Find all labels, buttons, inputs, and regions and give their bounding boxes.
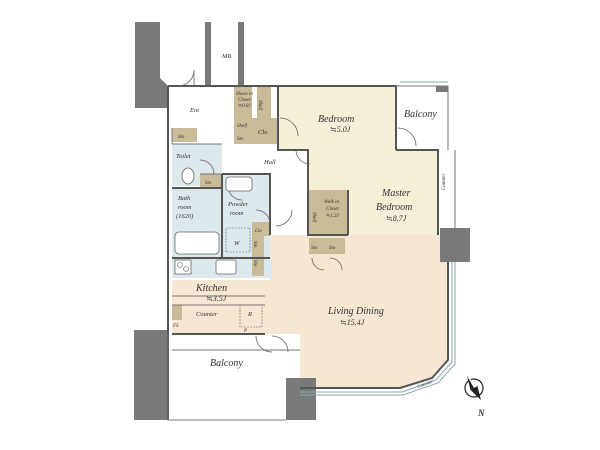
kitchen-label: Kitchen	[195, 283, 227, 294]
bedroom-floor	[278, 86, 396, 150]
shoes-closet-line1: Shoes in	[236, 92, 253, 97]
sto-label-kitchen-1: Sto	[252, 241, 257, 248]
balcony-bottom-label: Balcony	[210, 358, 243, 369]
balcony-top-label: Balcony	[404, 109, 437, 120]
sto-label-hall: Sto	[237, 137, 244, 142]
shoes-closet-line3: ≒0.8J	[238, 103, 251, 109]
powder-label-line2: room	[230, 210, 244, 217]
lin-block	[252, 222, 270, 236]
walkin-closet-line1: Walk in	[324, 200, 339, 205]
lin-label: Lin	[254, 229, 262, 234]
bedroom-area: ≒5.0J	[330, 125, 351, 134]
compass-north-label: N	[477, 408, 485, 418]
window-lines	[300, 81, 456, 396]
washer-label: W	[234, 240, 240, 247]
master-bedroom-floor	[308, 150, 438, 235]
kitchen-floor	[172, 280, 270, 334]
sink-icon	[225, 176, 253, 192]
toilet-icon	[181, 167, 195, 185]
walk-in-closet-floor	[309, 190, 347, 235]
master-bedroom-label-line2: Bedroom	[376, 202, 412, 213]
bath-label-line2: room	[178, 204, 192, 211]
master-bedroom-label-line1: Master	[381, 188, 410, 199]
kitchen-area: ≒3.5J	[206, 294, 227, 303]
sto-label-kitchen-2: Sto	[252, 260, 257, 267]
walkin-closet-line3: ≒1.2J	[326, 213, 339, 219]
fs-label: FS	[172, 324, 179, 329]
hall-label: Hall	[263, 159, 276, 166]
bathtub-icon	[174, 231, 220, 255]
sto-block-fs	[172, 305, 182, 320]
shelf-label-hall: Shelf	[237, 124, 248, 129]
kitchen-sink-icon	[215, 259, 237, 275]
sto-block-ent	[172, 128, 197, 142]
sto-block-master-2	[325, 238, 345, 254]
counter-diag-label: Counter	[417, 380, 434, 390]
compass	[464, 375, 484, 401]
door-swings	[177, 69, 417, 353]
ent-label: Ent	[189, 107, 199, 114]
sto-block-kitchen-1	[252, 236, 264, 256]
shelf-block-upper	[257, 86, 271, 118]
thin-walls	[167, 85, 456, 421]
stove-icon	[174, 259, 192, 275]
sto-block-kitchen-2	[252, 256, 264, 276]
bath-label-line3: (1620)	[176, 213, 193, 220]
walkin-closet-line2: Closet	[326, 207, 339, 212]
sto-block-toilet	[200, 174, 222, 188]
bedroom-label: Bedroom	[318, 114, 354, 125]
shoes-closet-line2: Closet	[238, 98, 251, 103]
washer-icon	[225, 227, 251, 253]
fixtures	[174, 167, 263, 328]
shelf-label-upper: Shelf	[257, 100, 262, 111]
master-bedroom-area: ≒8.7J	[386, 214, 407, 223]
shoes-closet	[234, 86, 252, 118]
p-label: P	[243, 329, 247, 334]
living-dining-label: Living Dining	[327, 306, 384, 317]
mb-label: MB	[221, 53, 231, 60]
shelf-label-master: Shelf	[311, 212, 316, 223]
sto-label-ent: Sto	[178, 135, 185, 140]
fridge-label: R	[247, 311, 252, 318]
living-dining-floor	[265, 235, 448, 388]
sto-label-master-1: Sto	[311, 246, 318, 251]
toilet-label: Toilet	[176, 153, 191, 160]
sto-label-toilet: Sto	[205, 181, 212, 186]
clo-label: Clo	[258, 129, 268, 136]
living-dining-area: ≒15.4J	[340, 318, 365, 327]
clo-block	[252, 118, 278, 144]
counter-side-label: Counter	[442, 174, 447, 190]
sto-block-master-1	[309, 238, 325, 254]
shelf-block-lower	[234, 118, 252, 130]
sto-label-master-2: Sto	[329, 246, 336, 251]
powder-label-line1: Powder	[227, 201, 249, 208]
counter-label: Counter	[196, 311, 218, 318]
structural-walls	[134, 22, 470, 420]
bath-label-line1: Bath	[178, 195, 190, 202]
fridge-icon	[239, 304, 263, 328]
sto-block-hall	[234, 130, 252, 144]
